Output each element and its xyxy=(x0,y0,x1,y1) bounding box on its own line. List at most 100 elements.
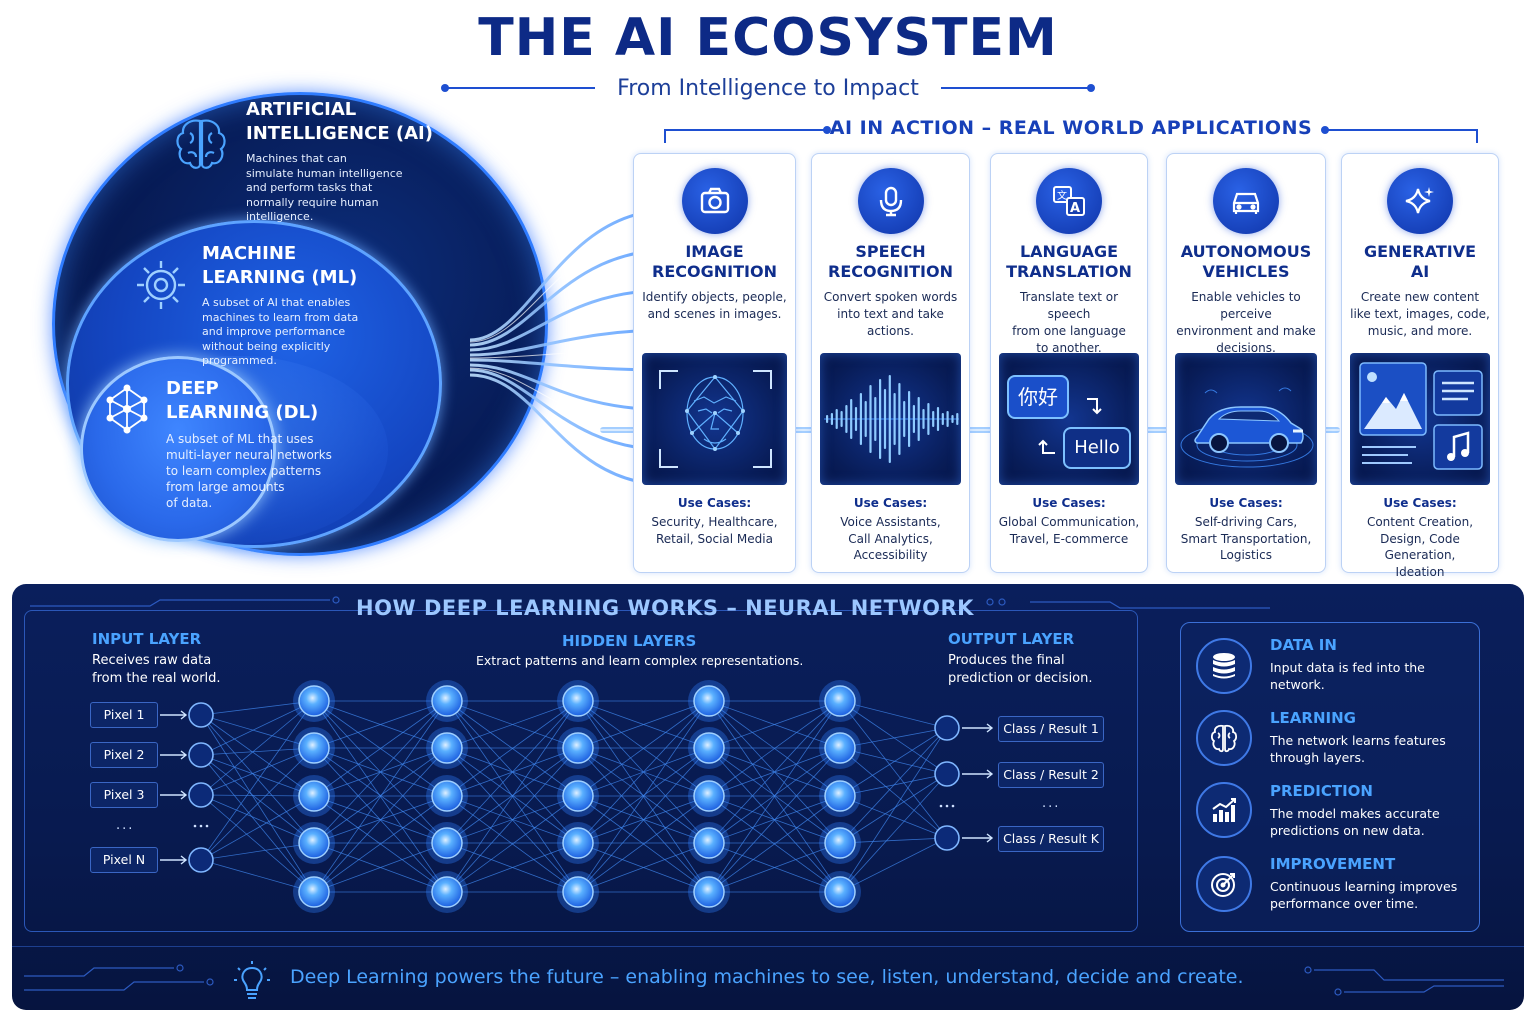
dl-text-block: DEEP LEARNING (DL) A subset of ML that u… xyxy=(166,377,356,511)
use-case-line: Self-driving Cars, xyxy=(1194,515,1298,529)
app-desc-line: Convert spoken words xyxy=(823,290,958,304)
dl-desc-line: from large amounts xyxy=(166,480,285,494)
waveform-bar xyxy=(898,383,901,455)
app-name: GENERATIVE AI xyxy=(1342,242,1498,282)
svg-text:文: 文 xyxy=(1057,189,1067,202)
ai-desc-line: simulate human intelligence xyxy=(246,166,403,180)
use-case-line: Design, Code Generation, xyxy=(1380,531,1460,563)
input-node-pixel-2: Pixel 2 xyxy=(90,742,158,768)
use-cases-label: Use Cases: xyxy=(853,496,928,510)
app-name: SPEECH RECOGNITION xyxy=(812,242,969,282)
app-name-line: VEHICLES xyxy=(1202,262,1290,281)
waveform-bar xyxy=(932,411,935,427)
target-icon xyxy=(1196,856,1252,912)
waveform-bar xyxy=(956,413,959,425)
use-case-line: Call Analytics, xyxy=(848,531,933,546)
waveform-bar xyxy=(864,401,867,437)
use-case-line: Travel, E-commerce xyxy=(1009,531,1129,546)
app-name: AUTONOMOUS VEHICLES xyxy=(1167,242,1325,282)
input-desc-line: from the real world. xyxy=(92,671,221,686)
app-name-line: SPEECH xyxy=(855,242,926,261)
microphone-icon xyxy=(857,168,924,234)
applications-header: AI IN ACTION – REAL WORLD APPLICATIONS xyxy=(660,117,1482,143)
app-desc-line: Enable vehicles to perceive xyxy=(1191,290,1301,321)
step-description: Input data is fed into the network. xyxy=(1270,659,1425,693)
step-desc-line: predictions on new data. xyxy=(1270,823,1425,838)
svg-text:A: A xyxy=(1070,201,1080,216)
input-layer-title: INPUT LAYER xyxy=(92,630,202,648)
subtitle-row: From Intelligence to Impact xyxy=(0,72,1536,104)
car-visual xyxy=(1175,353,1317,485)
step-title-improvement: IMPROVEMENT xyxy=(1270,855,1396,873)
content-tiles-visual xyxy=(1350,353,1490,485)
app-name: LANGUAGE TRANSLATION xyxy=(991,242,1147,282)
face-scan-visual xyxy=(642,353,787,485)
app-desc-line: decisions. xyxy=(1216,341,1276,355)
applications-title: AI IN ACTION – REAL WORLD APPLICATIONS xyxy=(829,117,1313,139)
app-desc-line: actions. xyxy=(866,324,914,338)
use-case-line: Content Creation, xyxy=(1366,515,1474,529)
sparkle-icon xyxy=(1387,168,1453,234)
waveform-bar xyxy=(927,403,930,435)
app-desc-line: like text, images, code, xyxy=(1350,307,1490,321)
waveform-bar xyxy=(835,409,838,429)
waveform-bar xyxy=(941,413,944,425)
waveform-bar xyxy=(912,405,915,433)
lightbulb-icon xyxy=(234,961,270,999)
dl-circle xyxy=(80,356,276,542)
use-case-line: Security, Healthcare, xyxy=(651,515,778,529)
waveform-bar xyxy=(845,405,848,433)
app-description: Convert spoken words into text and take … xyxy=(818,289,963,340)
waveform-bar xyxy=(936,407,940,431)
input-layer-description: Receives raw data from the real world. xyxy=(92,652,221,688)
input-node-pixel-n: Pixel N xyxy=(90,847,158,873)
app-description: Enable vehicles to perceive environment … xyxy=(1173,289,1319,357)
app-card-speech-recognition: SPEECH RECOGNITION Convert spoken words … xyxy=(811,153,970,573)
chat-bubbles-visual: 你好 Hello xyxy=(999,353,1139,485)
waveform-bar xyxy=(908,391,911,447)
waveform-bar xyxy=(888,375,891,463)
step-desc-line: performance over time. xyxy=(1270,896,1419,911)
ai-desc-line: Machines that can xyxy=(246,152,347,165)
use-case-line: Logistics xyxy=(1220,548,1272,562)
input-node-pixel-3: Pixel 3 xyxy=(90,782,158,808)
waveform-bar xyxy=(903,401,906,437)
subtitle-divider-right xyxy=(940,84,1095,92)
app-description: Identify objects, people, and scenes in … xyxy=(640,289,789,323)
app-use-cases: Self-driving Cars, Smart Transportation,… xyxy=(1171,514,1321,564)
page-subtitle: From Intelligence to Impact xyxy=(617,75,919,101)
dl-desc-line: to learn complex patterns xyxy=(166,464,322,478)
step-desc-line: Continuous learning improves xyxy=(1270,879,1458,894)
waveform-bar xyxy=(922,409,925,429)
dl-desc-line: multi-layer neural networks xyxy=(166,448,332,462)
ml-desc-line: A subset of AI that enables xyxy=(202,296,351,309)
ml-desc-line: machines to learn from data xyxy=(202,310,359,324)
ai-desc-line: normally require human xyxy=(246,195,379,209)
output-node-result-1: Class / Result 1 xyxy=(998,716,1104,742)
app-desc-line: Translate text or speech xyxy=(1019,290,1119,321)
waveform-bar xyxy=(830,413,833,425)
step-desc-line: Input data is fed into the xyxy=(1270,660,1425,675)
ai-text-block: ARTIFICIAL INTELLIGENCE (AI) Machines th… xyxy=(246,98,446,225)
use-cases-label: Use Cases: xyxy=(1032,496,1106,510)
app-name-line: AI xyxy=(1410,262,1430,281)
camera-icon xyxy=(681,168,748,234)
app-desc-line: music, and more. xyxy=(1367,324,1473,338)
ml-title-line2: LEARNING (ML) xyxy=(202,267,358,288)
step-desc-line: network. xyxy=(1270,677,1325,692)
page-title: THE AI ECOSYSTEM xyxy=(478,8,1058,68)
app-name-line: TRANSLATION xyxy=(1006,262,1132,281)
ai-title-line1: ARTIFICIAL xyxy=(246,99,357,120)
step-description: Continuous learning improves performance… xyxy=(1270,878,1457,912)
waveform-bar xyxy=(893,393,896,445)
step-title-data-in: DATA IN xyxy=(1270,636,1337,654)
step-desc-line: The model makes accurate xyxy=(1270,806,1440,821)
app-card-image-recognition: IMAGE RECOGNITION Identify objects, peop… xyxy=(633,153,796,573)
output-desc-line: Produces the final xyxy=(948,653,1065,668)
subtitle-divider-left xyxy=(441,84,596,92)
hidden-layers-title: HIDDEN LAYERS xyxy=(562,632,697,650)
step-description: The network learns features through laye… xyxy=(1270,732,1446,766)
dl-desc-line: A subset of ML that uses xyxy=(166,432,314,446)
circuit-decoration-top xyxy=(30,596,1270,609)
brain-icon xyxy=(1196,710,1252,766)
